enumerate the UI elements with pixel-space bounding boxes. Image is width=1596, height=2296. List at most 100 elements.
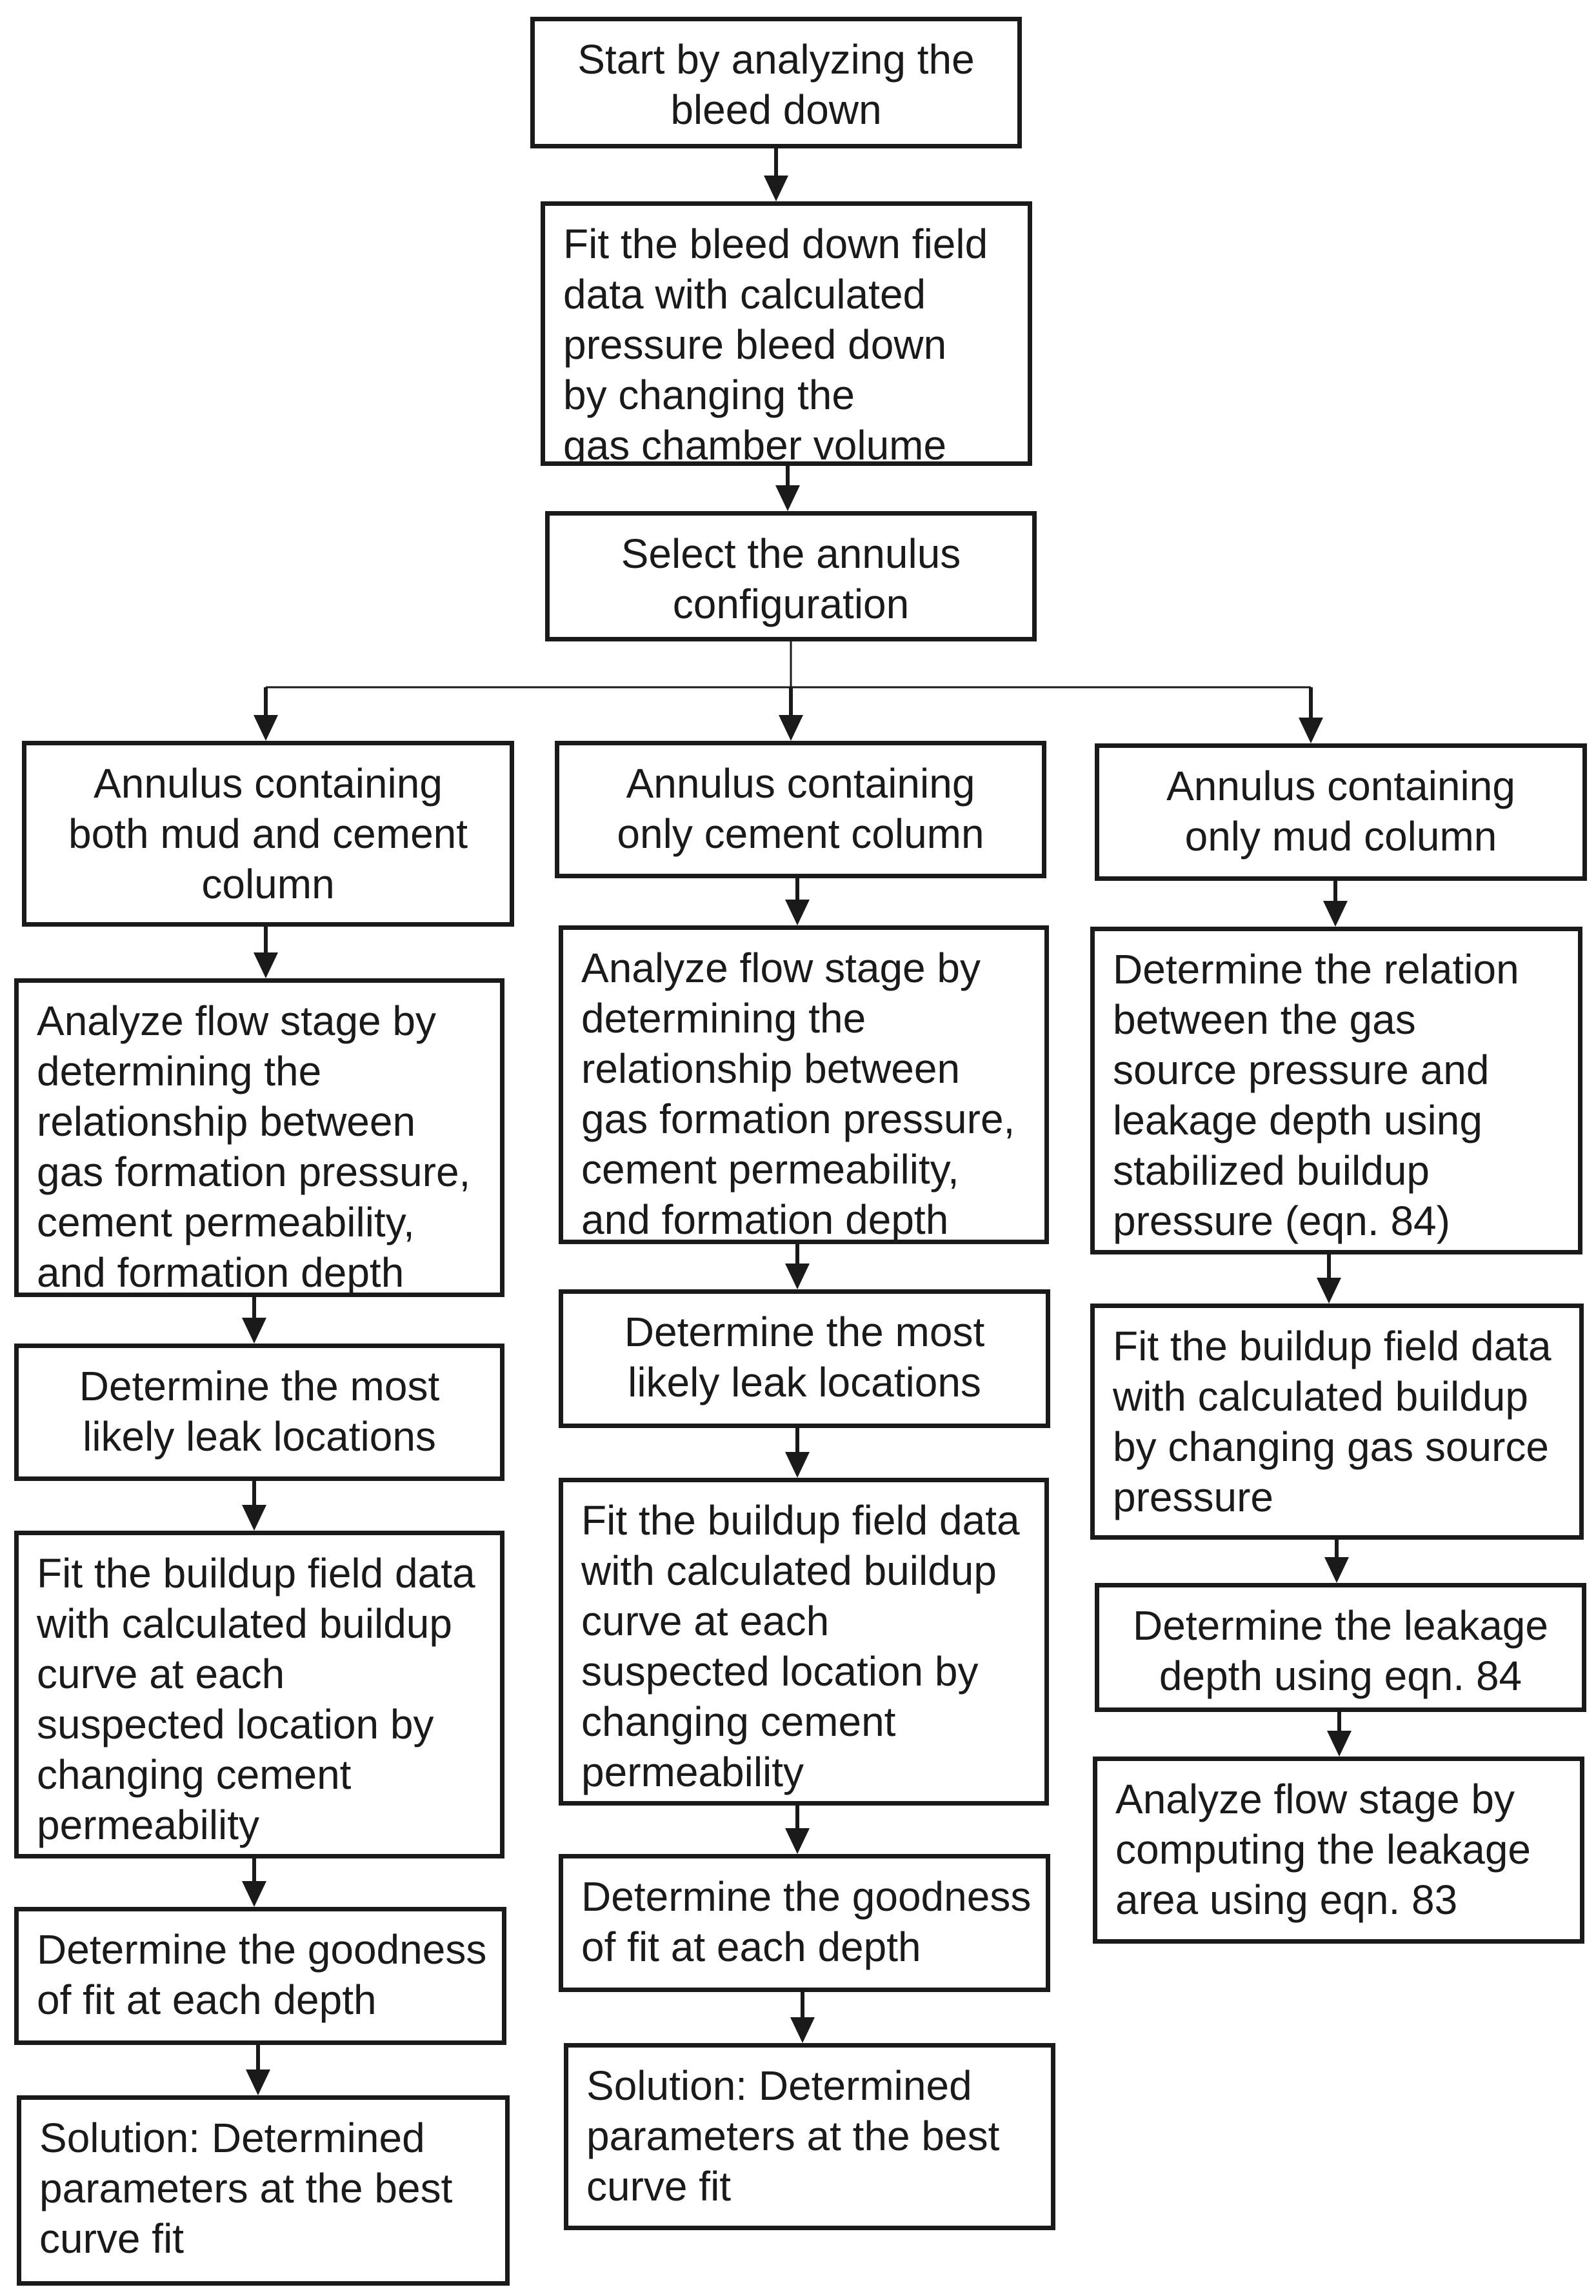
- box-text-line: Annulus containing: [626, 760, 975, 807]
- arrow-head: [785, 900, 810, 925]
- box-text-line: data with calculated: [563, 271, 926, 317]
- box-text-line: curve at each: [581, 1598, 830, 1644]
- box-text-line: between the gas: [1113, 996, 1416, 1043]
- box-text-line: Determine the relation: [1113, 946, 1519, 992]
- box-text-line: leakage depth using: [1113, 1097, 1482, 1143]
- box-text-line: Determine the goodness: [581, 1873, 1032, 1920]
- box-text-line: Solution: Determined: [39, 2115, 425, 2161]
- box-text-line: Fit the buildup field data: [1113, 1323, 1551, 1369]
- box-text-line: area using eqn. 83: [1115, 1877, 1458, 1923]
- box-text-line: only cement column: [617, 811, 984, 857]
- box-text-line: Determine the goodness: [37, 1926, 487, 1973]
- arrow-head: [785, 1828, 810, 1854]
- box-text-line: Determine the most: [624, 1309, 985, 1355]
- box-text-line: changing cement: [581, 1698, 896, 1745]
- arrow-head: [1327, 1731, 1352, 1757]
- box-text-line: bleed down: [670, 86, 882, 133]
- box-text-line: curve at each: [37, 1651, 285, 1697]
- arrow-head: [242, 1318, 266, 1344]
- box-text-line: suspected location by: [37, 1701, 434, 1747]
- arrow-head: [254, 952, 278, 978]
- box-text-line: source pressure and: [1113, 1047, 1490, 1093]
- box-text-line: gas formation pressure,: [581, 1096, 1015, 1142]
- box-text-line: Analyze flow stage by: [37, 998, 436, 1044]
- box-text-line: with calculated buildup: [37, 1600, 452, 1647]
- box-text-line: determining the: [37, 1048, 322, 1094]
- arrow-head: [242, 1881, 266, 1907]
- arrow-head: [1317, 1278, 1341, 1304]
- box-text-line: Fit the bleed down field: [563, 221, 988, 267]
- box-text-line: of fit at each depth: [581, 1924, 921, 1970]
- box-text-line: Determine the most: [79, 1363, 440, 1409]
- arrow-head: [785, 1264, 810, 1289]
- box-text-line: Solution: Determined: [586, 2062, 972, 2109]
- box-text-line: and formation depth: [37, 1249, 404, 1296]
- box-text-line: Fit the buildup field data: [37, 1550, 475, 1596]
- box-text-line: only mud column: [1184, 813, 1497, 860]
- box-text-line: Analyze flow stage by: [1115, 1776, 1515, 1822]
- box-text-line: both mud and cement: [68, 811, 468, 857]
- box-text-line: gas formation pressure,: [37, 1149, 471, 1195]
- arrow-head: [775, 485, 800, 511]
- box-text-line: Select the annulus: [621, 530, 961, 577]
- arrow-head: [242, 1505, 266, 1531]
- box-text-line: gas chamber volume: [563, 422, 947, 466]
- box-text-line: pressure: [1113, 1474, 1273, 1520]
- box-text-line: column: [201, 861, 335, 907]
- box-text-line: curve fit: [586, 2163, 732, 2210]
- box-text-line: changing cement: [37, 1751, 352, 1798]
- box-text-line: relationship between: [581, 1045, 961, 1092]
- box-text-line: depth using eqn. 84: [1159, 1653, 1522, 1699]
- box-text-line: permeability: [581, 1749, 804, 1795]
- box-text-line: by changing gas source: [1113, 1424, 1549, 1470]
- box-text-line: computing the leakage: [1115, 1826, 1531, 1873]
- arrow-head: [790, 2017, 815, 2043]
- arrow-head: [1324, 1557, 1349, 1583]
- arrow-head: [246, 2069, 270, 2095]
- box-text-line: with calculated buildup: [581, 1547, 997, 1594]
- box-text-line: parameters at the best: [586, 2113, 1000, 2159]
- box-text-line: by changing the: [563, 372, 855, 418]
- box-text-line: Start by analyzing the: [577, 36, 975, 83]
- box-text-line: determining the: [581, 995, 866, 1042]
- box-text-line: Annulus containing: [1166, 763, 1515, 809]
- box-text-line: stabilized buildup: [1113, 1147, 1430, 1194]
- arrow-head: [1323, 901, 1348, 927]
- box-text-line: Fit the buildup field data: [581, 1497, 1020, 1544]
- box-text-line: parameters at the best: [39, 2165, 453, 2211]
- box-text-line: permeability: [37, 1802, 260, 1848]
- box-text-line: likely leak locations: [83, 1413, 436, 1460]
- box-text-line: cement permeability,: [37, 1199, 415, 1245]
- arrow-head: [254, 715, 278, 741]
- box-text-line: relationship between: [37, 1098, 416, 1145]
- box-text-line: cement permeability,: [581, 1146, 959, 1193]
- box-text-line: likely leak locations: [628, 1359, 981, 1405]
- box-text-line: with calculated buildup: [1113, 1373, 1528, 1420]
- box-text-line: pressure (eqn. 84): [1113, 1198, 1450, 1244]
- box-text-line: Annulus containing: [94, 760, 443, 807]
- box-text-line: of fit at each depth: [37, 1977, 377, 2023]
- box-text-line: Analyze flow stage by: [581, 945, 981, 991]
- box-text-line: curve fit: [39, 2215, 185, 2262]
- arrow-head: [779, 715, 803, 741]
